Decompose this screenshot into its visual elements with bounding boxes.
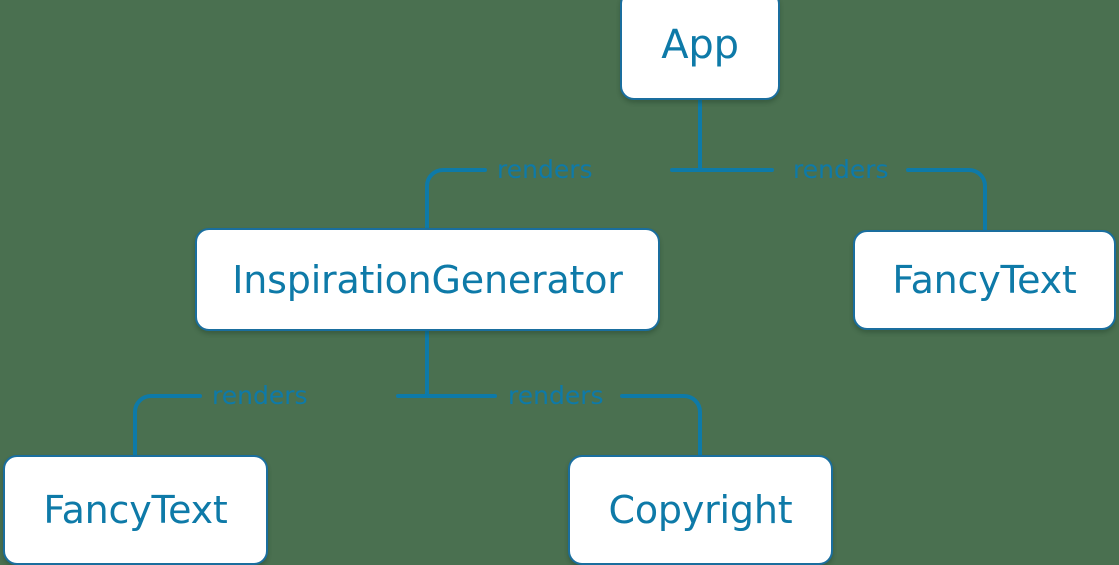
- node-fancy-text-bottom-label: FancyText: [43, 488, 228, 532]
- edge-label-inspiration-generator-to-fancy-text: renders: [212, 381, 308, 410]
- node-inspiration-generator-label: InspirationGenerator: [232, 257, 623, 302]
- node-inspiration-generator[interactable]: InspirationGenerator: [195, 228, 660, 331]
- edge-label-inspiration-generator-to-copyright: renders: [508, 381, 604, 410]
- node-app-label: App: [661, 22, 739, 68]
- node-fancy-text-right[interactable]: FancyText: [853, 230, 1116, 330]
- node-fancy-text-right-label: FancyText: [892, 258, 1077, 302]
- edge-label-app-to-inspiration-generator: renders: [497, 155, 593, 184]
- node-copyright-label: Copyright: [608, 488, 793, 532]
- node-fancy-text-bottom[interactable]: FancyText: [3, 455, 268, 565]
- edge-app-to-fancy-right-seg: [906, 168, 987, 232]
- edge-app-to-inspgen-left-seg: [425, 168, 487, 230]
- node-app[interactable]: App: [620, 0, 780, 100]
- edge-inspgen-to-fancy-left-seg: [133, 394, 202, 457]
- node-copyright[interactable]: Copyright: [568, 455, 833, 565]
- edge-label-app-to-fancy-text: renders: [793, 155, 889, 184]
- edge-inspgen-to-copyright-right-seg: [620, 394, 702, 457]
